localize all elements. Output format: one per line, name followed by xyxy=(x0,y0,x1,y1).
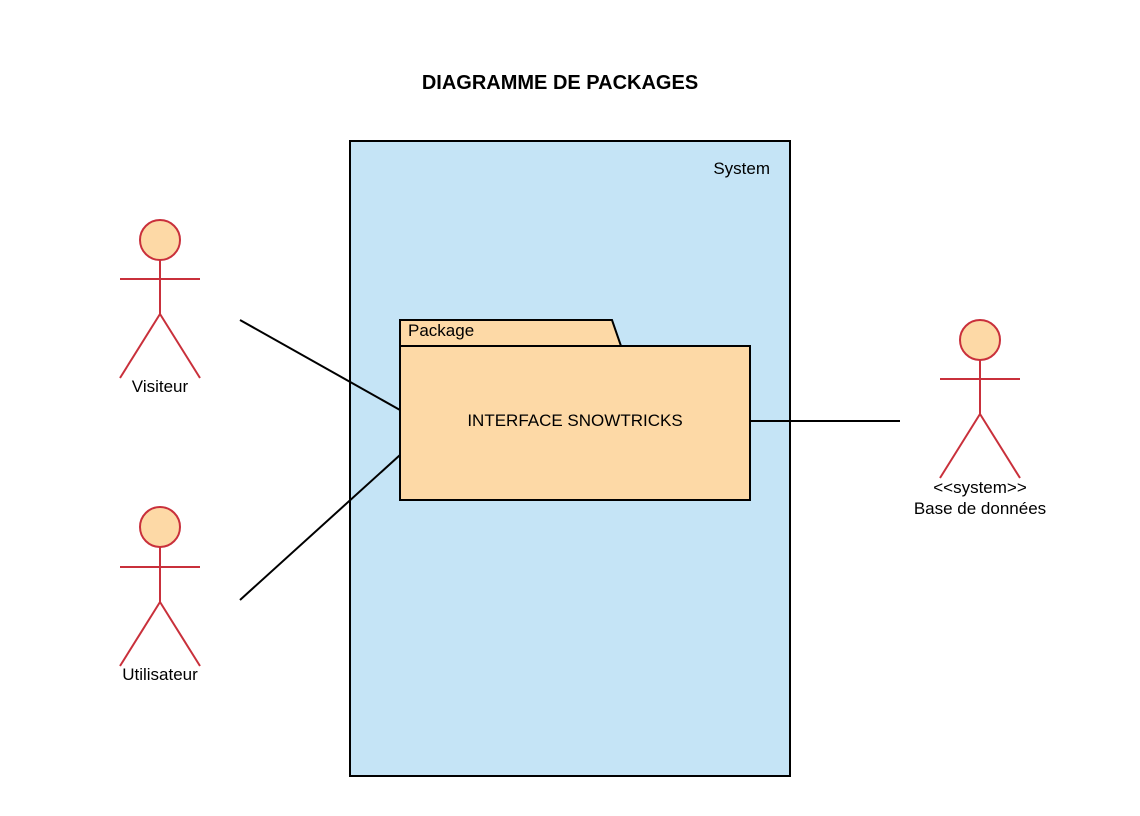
actor-icon xyxy=(119,219,201,379)
package-tab-label: Package xyxy=(408,321,474,340)
actor-visiteur[interactable]: Visiteur xyxy=(119,219,201,396)
actor-stereotype-base-de-donnees: <<system>> xyxy=(933,478,1027,497)
actor-utilisateur[interactable]: Utilisateur xyxy=(119,506,201,684)
actor-icon xyxy=(939,319,1021,479)
actor-base-de-donnees[interactable]: <<system>> Base de données xyxy=(914,319,1046,518)
actor-label-utilisateur: Utilisateur xyxy=(122,665,198,684)
actor-label-base-de-donnees: Base de données xyxy=(914,499,1046,518)
package-name: INTERFACE SNOWTRICKS xyxy=(467,411,682,430)
association-utilisateur[interactable] xyxy=(239,454,401,601)
diagram-title: DIAGRAMME DE PACKAGES xyxy=(422,72,698,94)
system-label: System xyxy=(713,159,770,178)
package-body xyxy=(399,345,751,501)
actor-label-visiteur: Visiteur xyxy=(132,377,189,396)
package-interface-snowtricks[interactable]: Package INTERFACE SNOWTRICKS xyxy=(399,319,751,501)
association-visiteur[interactable] xyxy=(239,319,401,411)
actor-icon xyxy=(119,506,201,667)
